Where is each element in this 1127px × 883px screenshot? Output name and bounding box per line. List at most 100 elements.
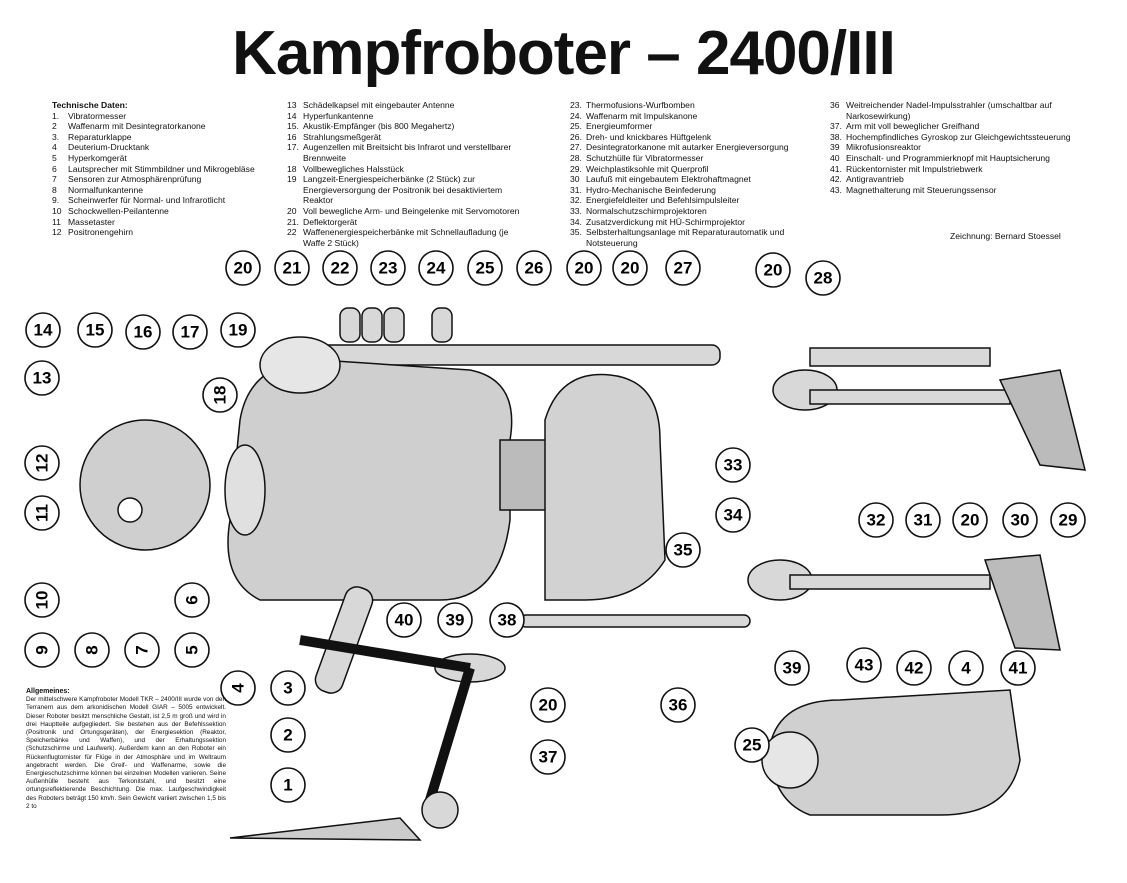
callout-marker: 35 [665, 532, 701, 568]
legend-item-number: 30 [570, 174, 580, 185]
callout-marker: 28 [805, 260, 841, 296]
legend-heading: Technische Daten: [52, 100, 128, 110]
legend-item-text: Waffenarm mit Impulskanone [586, 110, 698, 121]
legend-item-number: 23. [570, 100, 582, 110]
callout-marker: 20 [566, 250, 602, 286]
callout-number: 15 [86, 321, 105, 340]
callout-number: 18 [211, 386, 230, 405]
callout-marker: 30 [1002, 502, 1038, 538]
legend-item-text: Waffenenergiespeicherbänke mit Schnellau… [303, 227, 509, 248]
callout-marker: 4 [948, 650, 984, 686]
legend-item-number: 22 [287, 227, 297, 238]
legend-item-text: Selbsterhaltungsanlage mit Reparaturauto… [586, 227, 785, 248]
vibrator-sheath [809, 347, 991, 367]
callout-number: 23 [379, 259, 398, 278]
callout-marker: 39 [437, 602, 473, 638]
callout-marker: 18 [202, 377, 238, 413]
legend-item-number: 25. [570, 121, 582, 132]
callout-marker: 13 [24, 360, 60, 396]
callout-marker: 5 [174, 632, 210, 668]
callout-number: 20 [575, 259, 594, 278]
callout-number: 36 [669, 696, 688, 715]
foot-upper [998, 369, 1086, 471]
legend-item-text: Hyperfunkantenne [303, 110, 374, 121]
callout-marker: 10 [24, 582, 60, 618]
callout-marker: 21 [274, 250, 310, 286]
legend-item: 43.Magnethalterung mit Steuerungssensor [830, 185, 1095, 196]
legend-item: 22 Waffenenergiespeicherbänke mit Schnell… [287, 227, 532, 248]
callout-marker: 26 [516, 250, 552, 286]
legend-item: 35.Selbsterhaltungsanlage mit Reparatura… [570, 227, 810, 248]
legend-item-number: 11 [52, 216, 61, 227]
callout-number: 25 [743, 736, 762, 755]
legend-item: 15.Akustik-Empfänger (bis 800 Megahertz) [287, 121, 532, 132]
callout-marker: 43 [846, 647, 882, 683]
legend-item-number: 16 [287, 131, 297, 142]
grip-hand [421, 791, 459, 829]
legend-item: 17. Augenzellen mit Breitsicht bis Infrar… [287, 142, 532, 163]
legend-item-text: Energiefeldleiter und Befehlsimpulsleite… [586, 195, 740, 206]
energy-dome [259, 336, 341, 394]
legend-item-number: 20 [287, 205, 297, 216]
callout-marker: 9 [24, 632, 60, 668]
callout-marker: 22 [322, 250, 358, 286]
callout-number: 34 [724, 506, 743, 525]
energy-converter [761, 731, 819, 789]
callout-number: 30 [1011, 511, 1030, 530]
legend-item: 41.Rückentornister mit Impulstriebwerk [830, 164, 1095, 175]
callout-marker: 8 [74, 632, 110, 668]
callout-marker: 11 [24, 495, 60, 531]
legend-item-number: 9. [52, 195, 60, 206]
callout-number: 33 [724, 456, 743, 475]
callout-number: 7 [133, 645, 152, 654]
general-text: Der mittelschwere Kampfroboter Modell TK… [26, 696, 226, 810]
legend-item: 24.Waffenarm mit Impulskanone [570, 111, 810, 122]
callout-number: 17 [181, 323, 200, 342]
legend-item-text: Voll bewegliche Arm- und Beingelenke mit… [303, 205, 520, 216]
legend-item-number: 19 [287, 174, 297, 185]
impulse-cannon-arm [299, 344, 721, 366]
legend-item-number: 7 [52, 174, 57, 185]
callout-marker: 20 [530, 687, 566, 723]
legend-item-text: Weichplastiksohle mit Querprofil [586, 163, 709, 174]
head [79, 419, 211, 551]
callout-marker: 1 [270, 767, 306, 803]
legend-item-text: Hochempfindliches Gyroskop zur Gleichgew… [846, 131, 1071, 142]
upper-leg [809, 389, 1011, 405]
legend-item-number: 40 [830, 152, 840, 163]
legend-item-text: Dreh- und knickbares Hüftgelenk [586, 131, 712, 142]
callout-marker: 3 [270, 670, 306, 706]
legend-item-text: Normalschutzschirmprojektoren [586, 205, 707, 216]
legend-item-number: 17. [287, 142, 299, 153]
legend-item-number: 21. [287, 216, 299, 227]
callout-marker: 14 [25, 312, 61, 348]
callout-number: 5 [183, 645, 202, 654]
legend-item-text: Augenzellen mit Breitsicht bis Infrarot … [303, 142, 512, 163]
callout-marker: 40 [386, 602, 422, 638]
callout-number: 24 [427, 259, 446, 278]
callout-marker: 34 [715, 497, 751, 533]
callout-marker: 36 [660, 687, 696, 723]
callout-number: 2 [283, 726, 292, 745]
callout-number: 20 [539, 696, 558, 715]
callout-marker: 42 [896, 650, 932, 686]
callout-number: 20 [764, 261, 783, 280]
lower-body [544, 373, 666, 601]
callout-marker: 12 [24, 445, 60, 481]
legend-item-text: Reparaturklappe [68, 131, 132, 142]
callout-number: 41 [1009, 659, 1028, 678]
callout-number: 12 [33, 454, 52, 473]
callout-number: 19 [229, 321, 248, 340]
legend-item-text: Scheinwerfer für Normal- und Infrarotlic… [68, 195, 226, 206]
